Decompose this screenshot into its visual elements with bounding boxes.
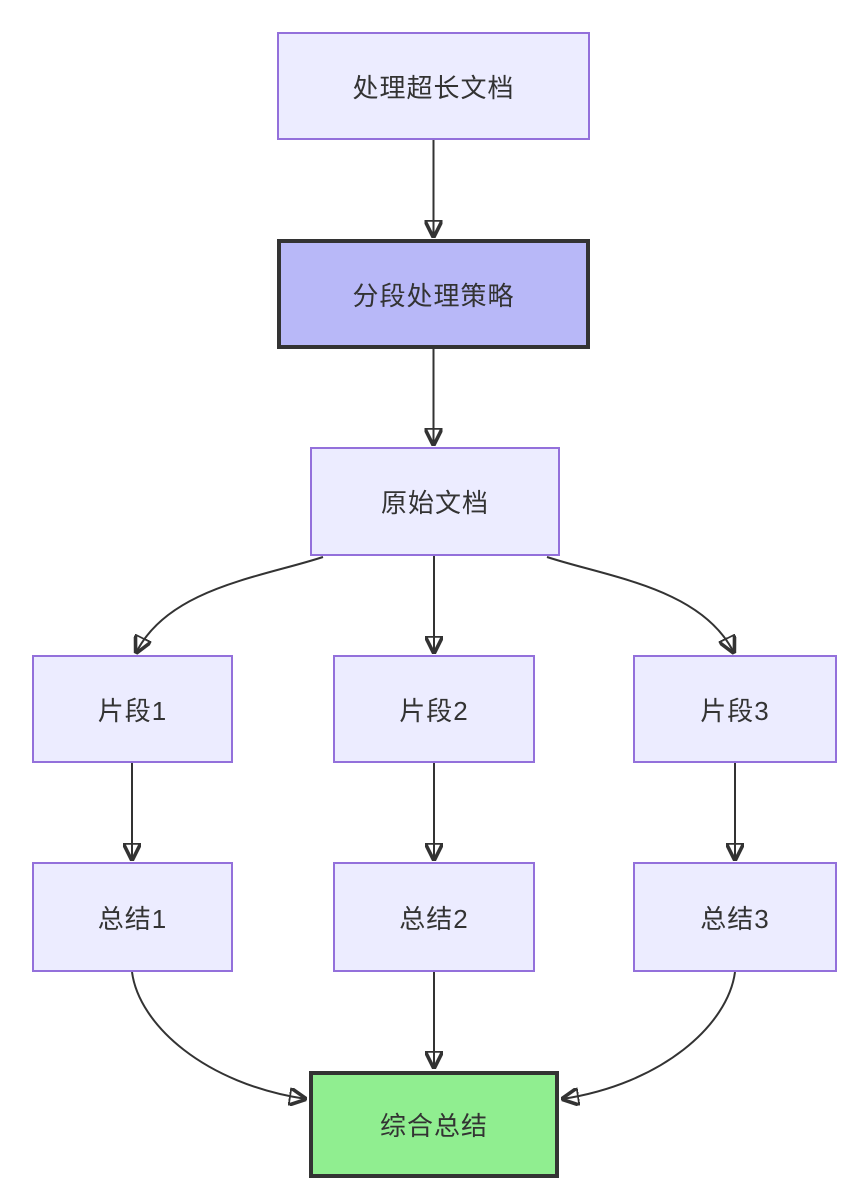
node-summary-3: 总结3	[633, 862, 837, 972]
node-fragment-3: 片段3	[633, 655, 837, 763]
node-process-long-doc: 处理超长文档	[277, 32, 590, 140]
edge-c-d1	[136, 556, 324, 653]
node-fragment-2: 片段2	[333, 655, 535, 763]
node-fragment-1: 片段1	[32, 655, 233, 763]
node-summary-3-label: 总结3	[700, 903, 770, 934]
node-fragment-3-label: 片段3	[700, 695, 770, 726]
node-summary-2-label: 总结2	[399, 903, 469, 934]
edge-e3-f	[562, 971, 736, 1099]
edge-c-d3	[546, 556, 734, 653]
node-fragment-1-label: 片段1	[97, 695, 168, 726]
node-process-long-doc-label: 处理超长文档	[352, 72, 515, 103]
node-original-doc: 原始文档	[310, 447, 560, 556]
node-segment-strategy: 分段处理策略	[277, 239, 590, 349]
node-segment-strategy-label: 分段处理策略	[352, 280, 515, 311]
node-original-doc-label: 原始文档	[380, 488, 489, 518]
node-final-summary-label: 综合总结	[379, 1111, 488, 1141]
node-summary-1: 总结1	[32, 862, 233, 972]
node-final-summary: 综合总结	[309, 1071, 559, 1178]
node-summary-1-label: 总结1	[97, 903, 168, 934]
node-summary-2: 总结2	[333, 862, 535, 972]
node-fragment-2-label: 片段2	[399, 695, 469, 726]
edge-e1-f	[131, 971, 306, 1099]
